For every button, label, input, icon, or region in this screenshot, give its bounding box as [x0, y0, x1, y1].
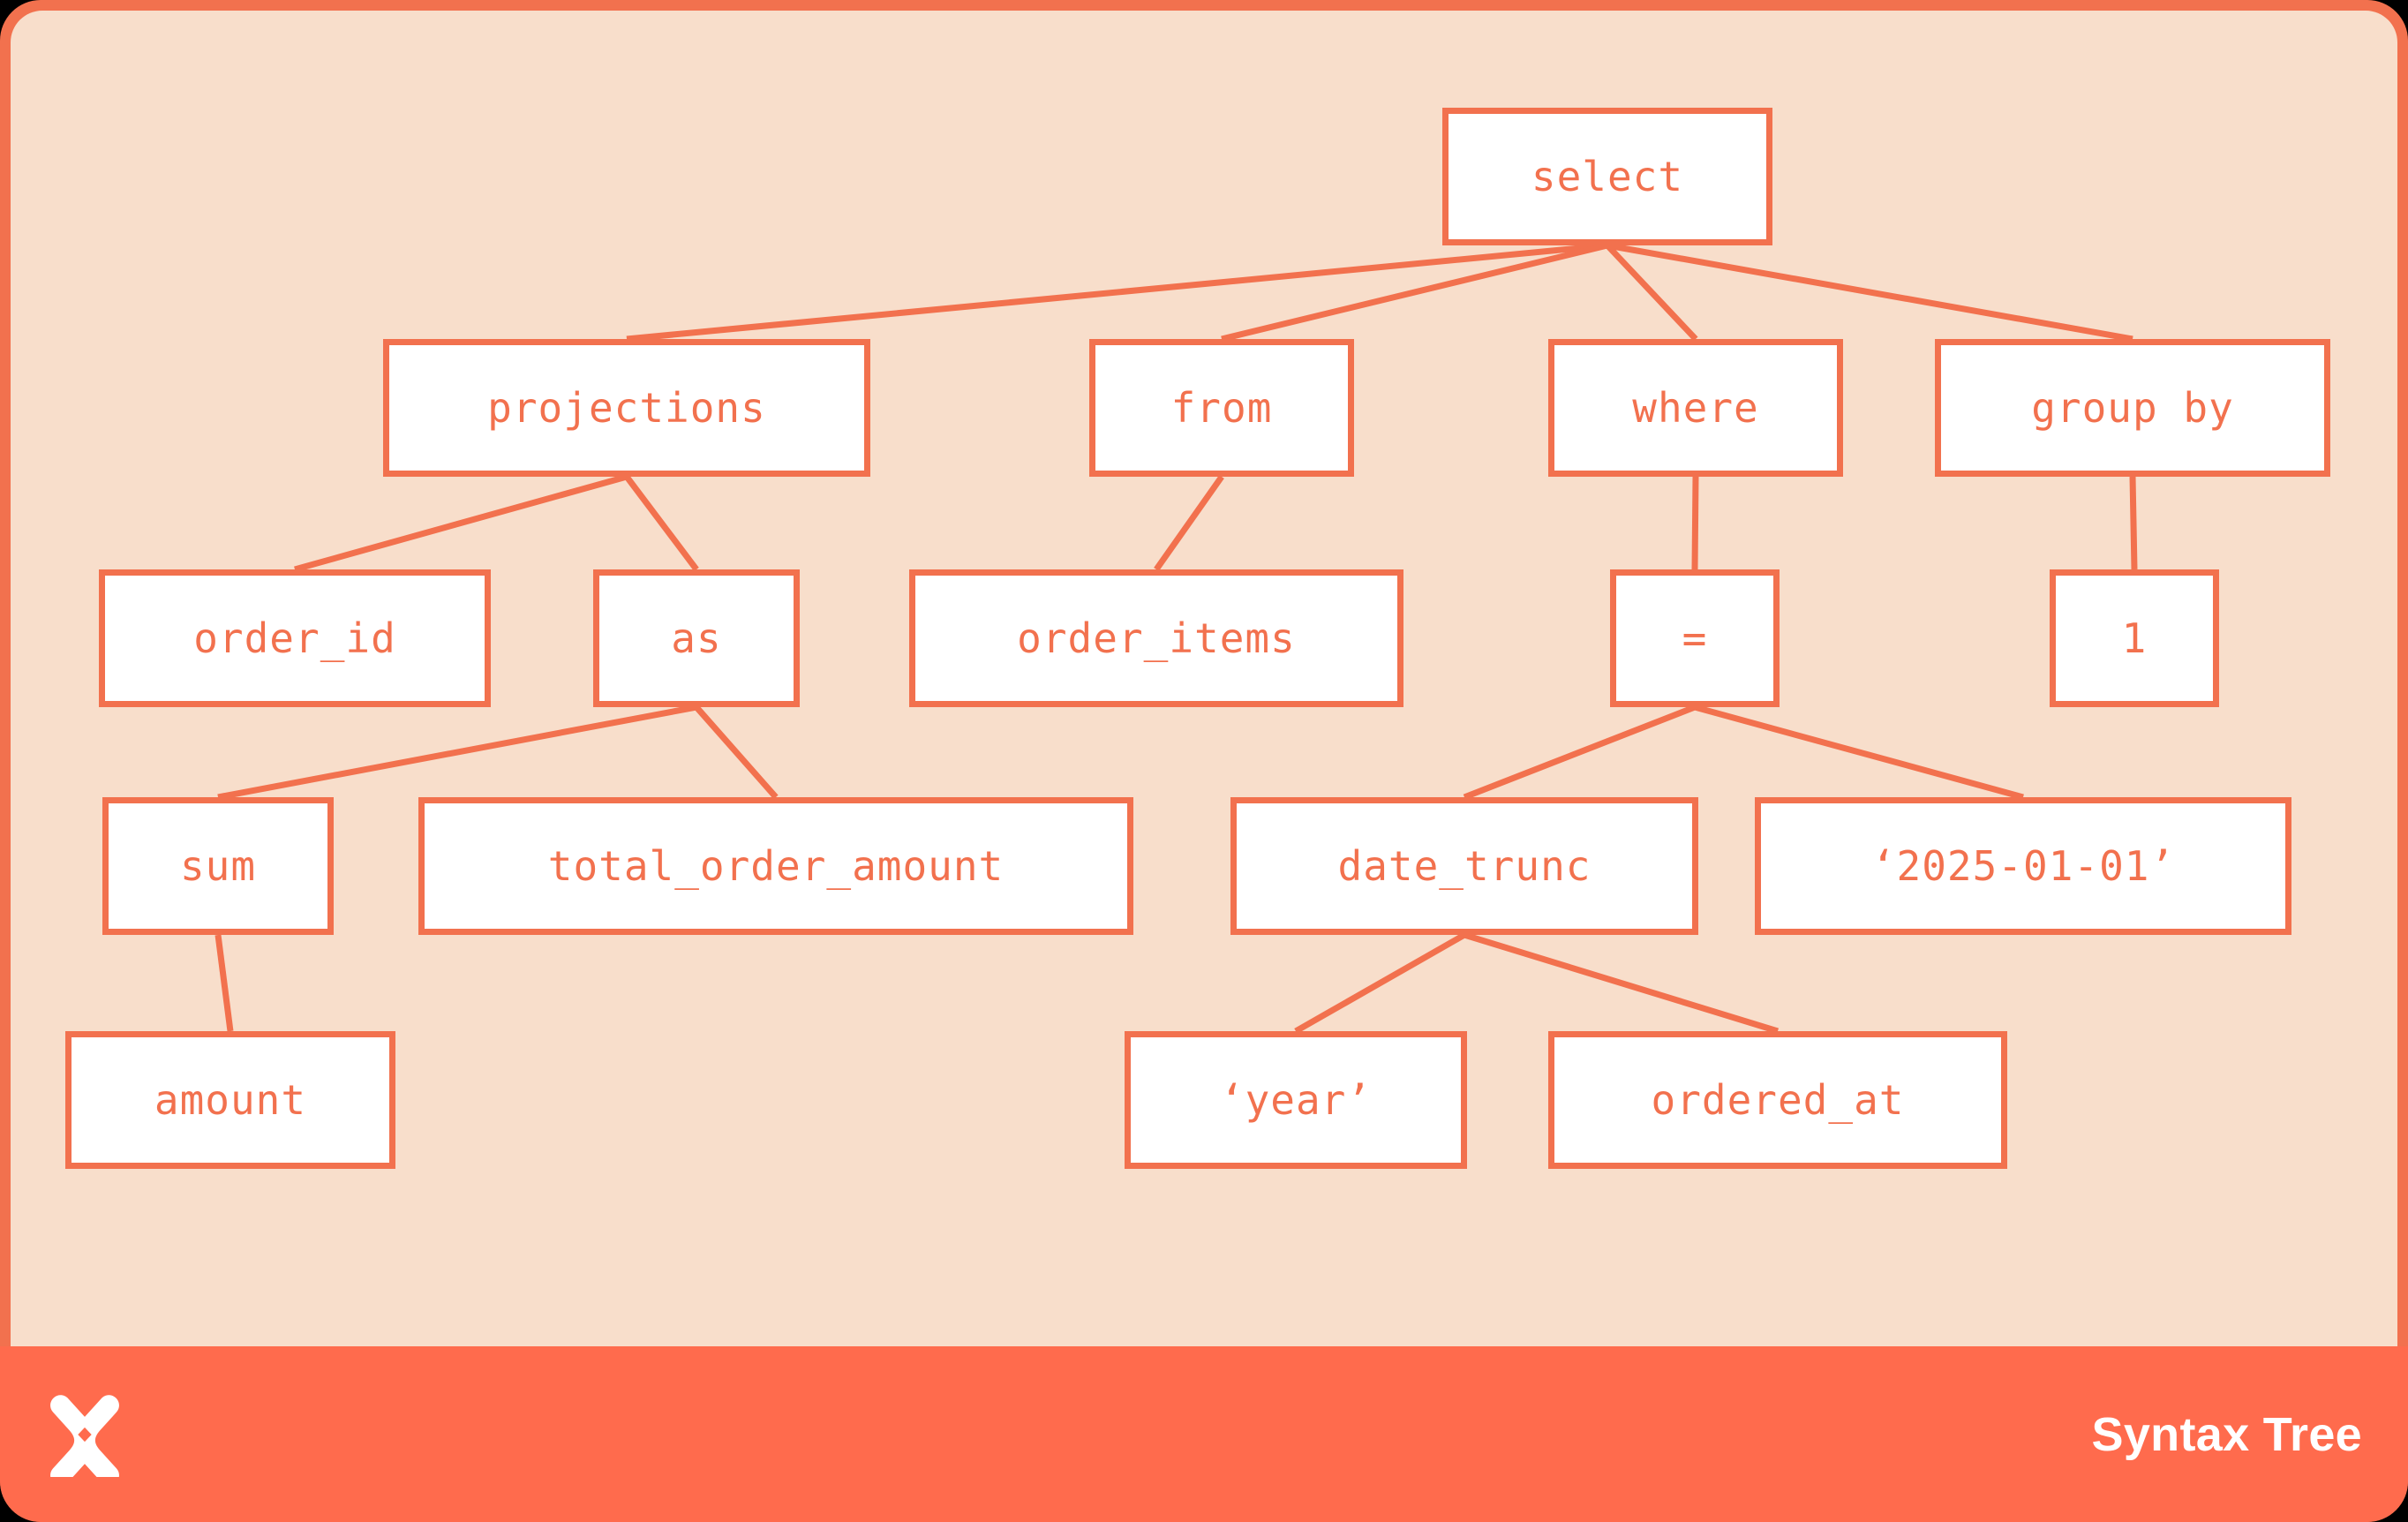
tree-node-ordered_at[interactable]: ordered_at [1548, 1031, 2007, 1169]
tree-edge-select-to-group_by [1607, 242, 2133, 343]
tree-edge-projections-to-order_id [294, 473, 628, 573]
tree-edge-date_trunc-to-ordered_at [1463, 931, 1780, 1035]
tree-node-sum[interactable]: sum [102, 797, 334, 935]
tree-node-as[interactable]: as [593, 569, 800, 707]
tree-node-label: sum [179, 842, 257, 890]
footer-bar: Syntax Tree [0, 1346, 2408, 1522]
tree-node-label: ordered_at [1651, 1076, 1905, 1124]
tree-node-date_trunc[interactable]: date_trunc [1230, 797, 1698, 935]
tree-node-label: 1 [2121, 614, 2148, 662]
tree-edge-group_by-to-one [2129, 476, 2138, 570]
tree-edge-as-to-total_order_amount [694, 704, 779, 800]
tree-edge-select-to-projections [626, 242, 1608, 343]
tree-node-label: order_id [193, 614, 396, 662]
butterfly-x-logo-icon [50, 1394, 119, 1477]
tree-edge-as-to-sum [217, 704, 697, 801]
tree-node-label: where [1632, 384, 1759, 432]
tree-node-label: select [1531, 153, 1684, 200]
tree-node-year_literal[interactable]: ‘year’ [1125, 1031, 1467, 1169]
tree-node-order_id[interactable]: order_id [99, 569, 491, 707]
tree-edge-equals-to-date_trunc [1463, 704, 1697, 801]
tree-node-date_literal[interactable]: ‘2025-01-01’ [1755, 797, 2291, 935]
tree-edge-layer [214, 242, 2138, 1035]
tree-node-label: amount [154, 1076, 307, 1124]
tree-node-from[interactable]: from [1089, 339, 1354, 477]
tree-node-label: projections [487, 384, 766, 432]
tree-node-where[interactable]: where [1548, 339, 1843, 477]
tree-node-label: ‘2025-01-01’ [1870, 842, 2176, 890]
tree-node-one[interactable]: 1 [2050, 569, 2219, 707]
tree-node-label: ‘year’ [1219, 1076, 1373, 1124]
syntax-tree-diagram: select projections from where group by order_… [11, 11, 2397, 1346]
tree-node-group_by[interactable]: group by [1935, 339, 2330, 477]
footer-title: Syntax Tree [2091, 1407, 2362, 1461]
tree-node-select[interactable]: select [1442, 108, 1772, 245]
tree-node-amount[interactable]: amount [65, 1031, 395, 1169]
tree-node-label: from [1170, 384, 1273, 432]
tree-node-projections[interactable]: projections [383, 339, 870, 477]
tree-node-equals[interactable]: = [1610, 569, 1780, 707]
tree-edge-date_trunc-to-year_literal [1294, 931, 1466, 1035]
tree-edge-projections-to-as [624, 474, 699, 572]
tree-node-order_items[interactable]: order_items [909, 569, 1403, 707]
tree-edge-sum-to-amount [214, 934, 234, 1032]
tree-edge-from-to-order_items [1154, 474, 1224, 572]
tree-edge-select-to-where [1605, 243, 1698, 342]
tree-edge-equals-to-date_literal [1694, 704, 2024, 801]
tree-node-label: order_items [1017, 614, 1296, 662]
tree-edge-where-to-equals [1691, 476, 1699, 570]
tree-node-label: as [671, 614, 722, 662]
tree-node-total_order_amount[interactable]: total_order_amount [418, 797, 1133, 935]
tree-node-label: group by [2031, 384, 2234, 432]
tree-node-label: total_order_amount [547, 842, 1005, 890]
tree-edge-select-to-from [1221, 242, 1608, 343]
tree-node-label: date_trunc [1337, 842, 1592, 890]
tree-node-label: = [1682, 614, 1708, 662]
